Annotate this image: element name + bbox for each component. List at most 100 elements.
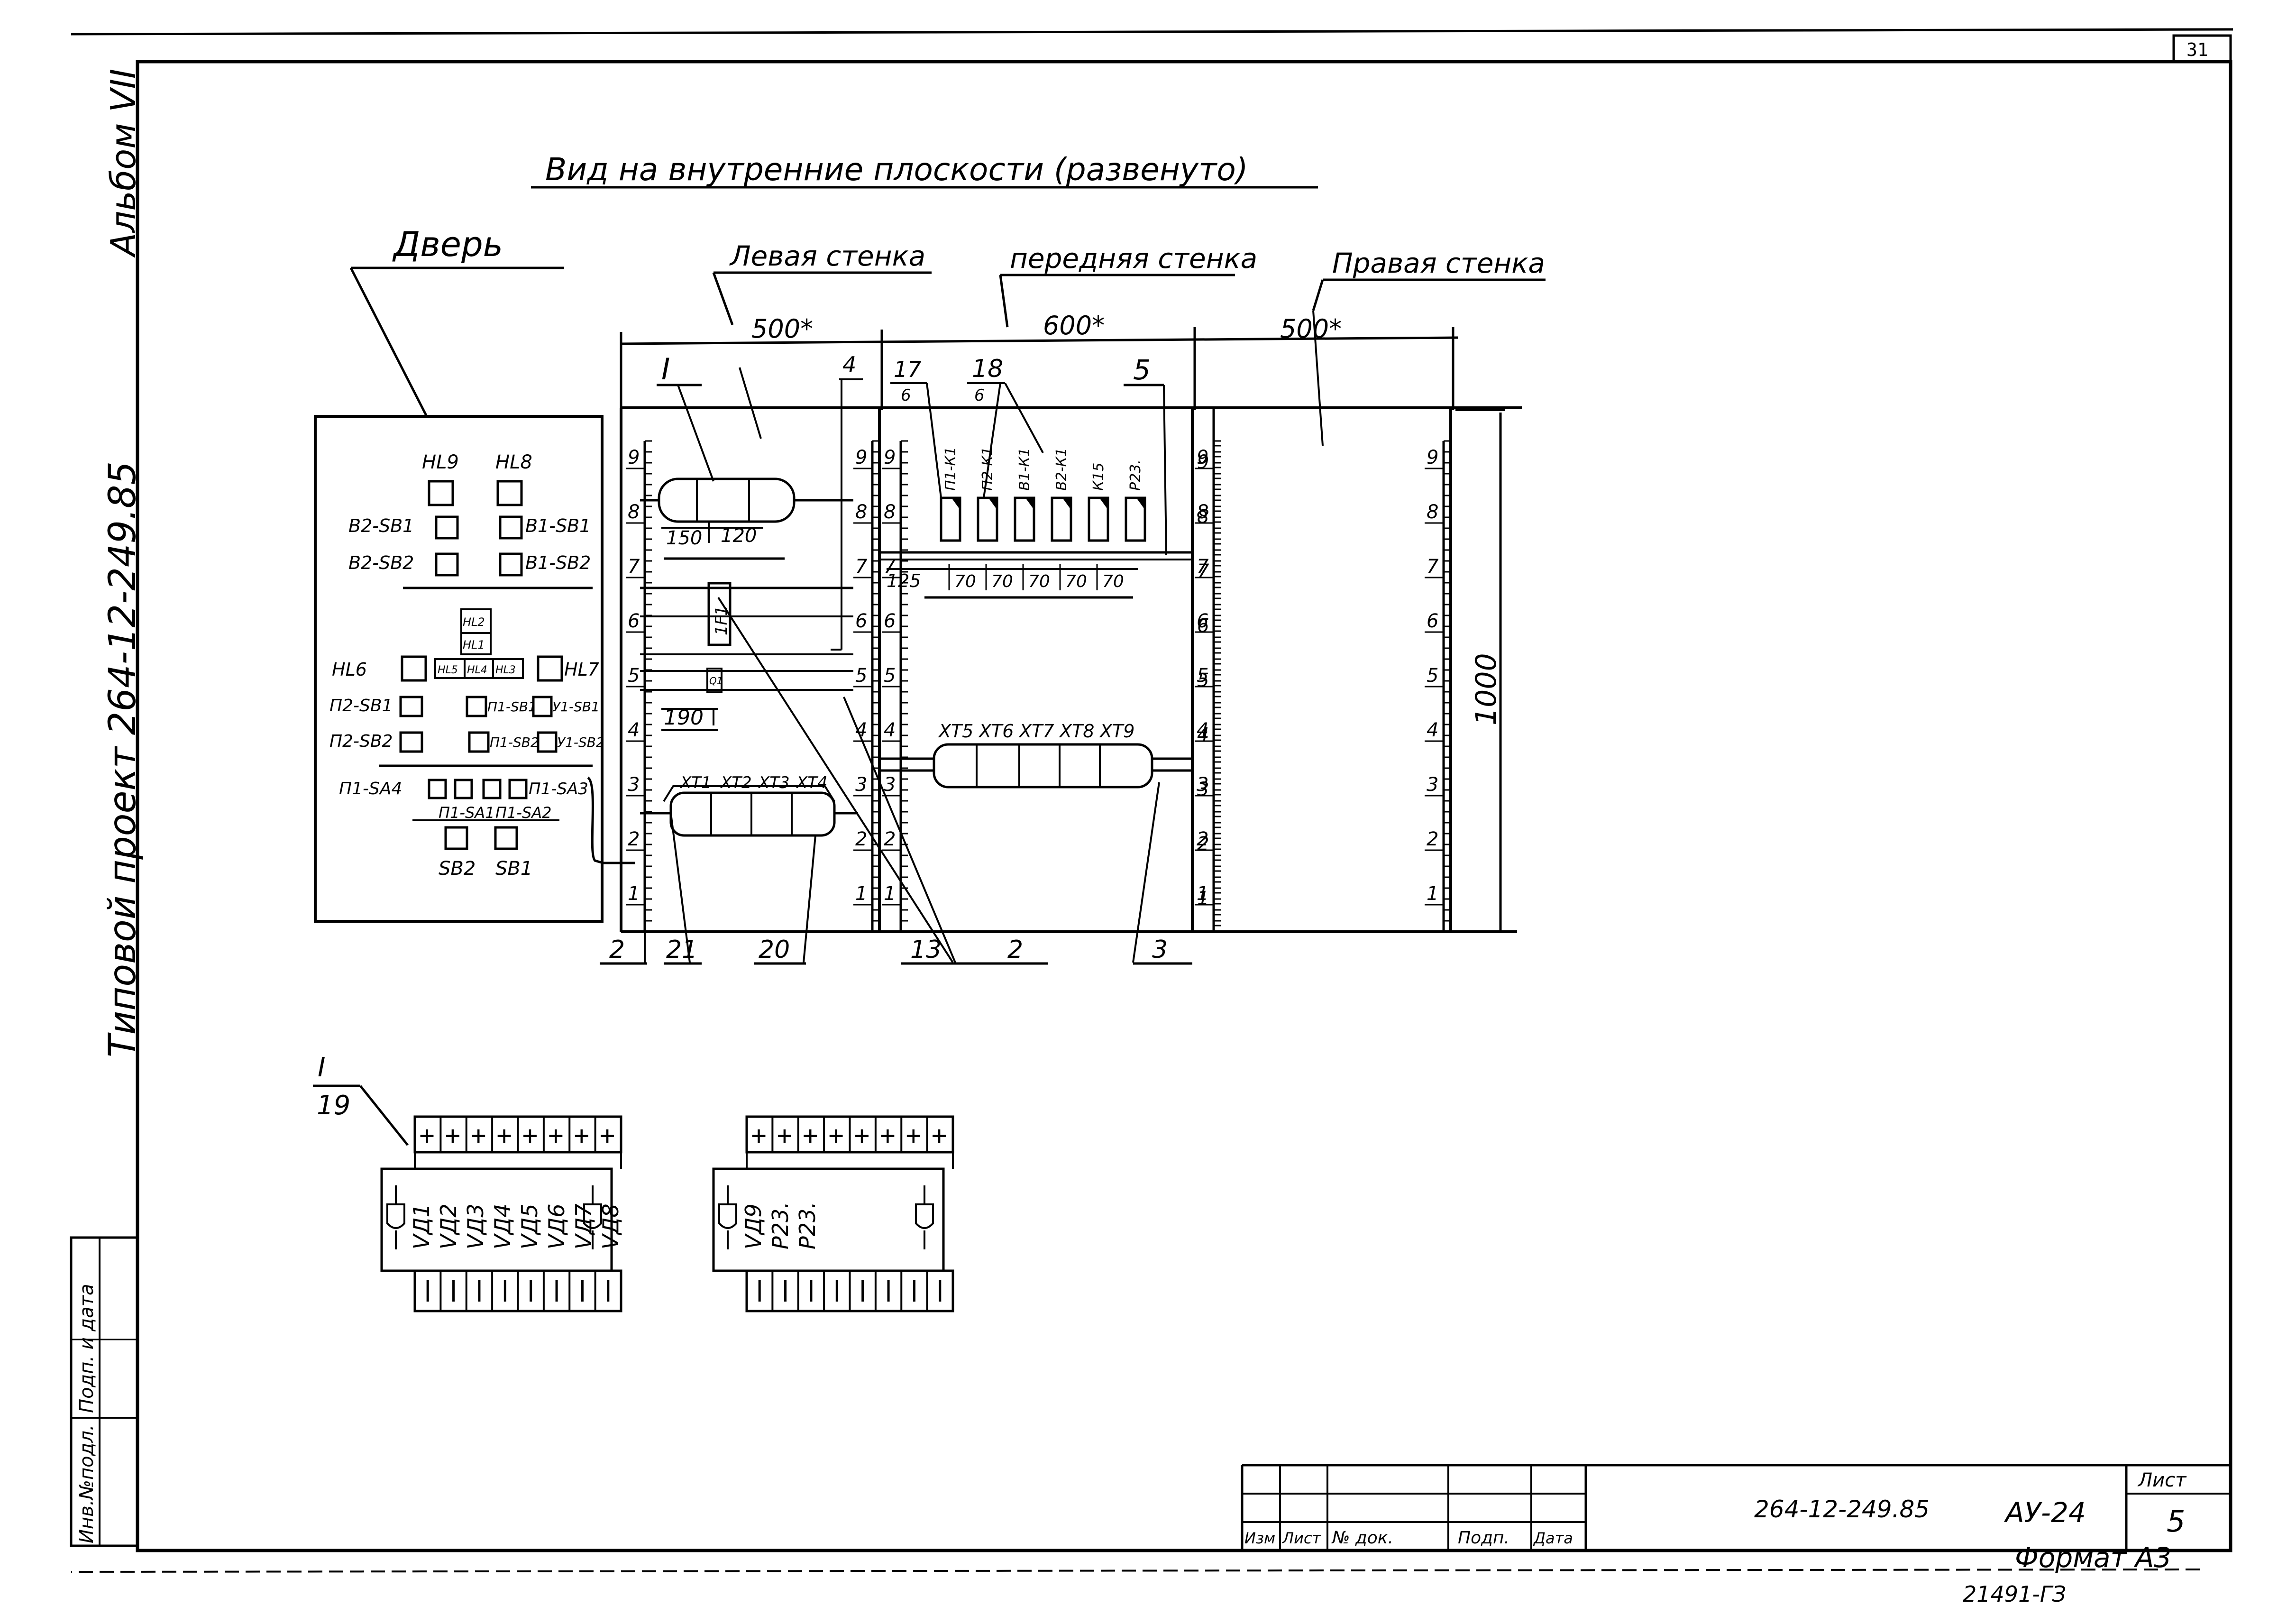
door-hl6-label: HL6 <box>332 659 367 680</box>
rail-scale-label: 4 <box>1197 724 1209 746</box>
door-b1sb1-label: В1-SB1 <box>525 515 591 536</box>
sheet-frame <box>71 28 2233 1573</box>
rail-scale-label: 7 <box>1197 560 1209 582</box>
dim-120: 120 <box>721 525 757 547</box>
detail-component-label: VД8 <box>598 1203 623 1249</box>
rail-scale-label: 5 <box>1197 670 1209 691</box>
rail-scale-label: 9 <box>855 447 867 468</box>
button-b1sb2 <box>499 552 523 577</box>
detail-plus-sign: + <box>880 1120 896 1150</box>
rail-scale-label: 5 <box>1197 665 1208 687</box>
format-label: Формат А3 <box>2015 1541 2171 1574</box>
door-p2sb1-label: П2-SB1 <box>329 696 393 716</box>
door-p2sb2-label: П2-SB2 <box>329 732 393 751</box>
door-sb2-label: SB2 <box>439 858 476 880</box>
lamp-hl7 <box>537 655 563 682</box>
rail-scale-label: 1 <box>1427 883 1438 905</box>
rail-scale-label: 1 <box>884 883 896 905</box>
detail-component-label: Р23. <box>768 1202 793 1249</box>
detail-component-label: VД1 <box>409 1203 434 1249</box>
rail-scale-label: 3 <box>855 774 867 796</box>
tb-doc: № док. <box>1331 1528 1393 1548</box>
dim-70: 70 <box>954 572 976 591</box>
switch-p1sa2 <box>482 779 502 799</box>
callout-21: 21 <box>666 936 697 964</box>
detail-plus-sign: + <box>548 1120 564 1150</box>
dim-70: 70 <box>1065 572 1087 591</box>
rail-scale-label: 7 <box>1197 556 1209 578</box>
rail-scale-label: 8 <box>884 501 896 523</box>
right-wall-label: Правая стенка <box>1332 247 1545 279</box>
side-stamp <box>70 1236 139 1547</box>
rail-scale-label: 9 <box>1197 451 1209 473</box>
detail-plus-sign: + <box>777 1120 793 1150</box>
detail-plus-sign: + <box>600 1120 615 1150</box>
door-b1sb2-label: В1-SB2 <box>525 552 591 573</box>
detail-component-label: VД9 <box>741 1203 766 1249</box>
rail-scale-label: 9 <box>1427 447 1438 468</box>
detail-plus-sign: + <box>445 1120 461 1150</box>
door-p1sb1-label: П1-SB1 <box>487 699 537 715</box>
rail-scale-label: 4 <box>1427 719 1438 741</box>
rail-scale-label: 4 <box>628 719 640 741</box>
left-xt4-label: XT4 <box>796 773 828 792</box>
relay-3: В1-К1 <box>1014 448 1035 542</box>
right-wall-panel <box>1312 310 1324 446</box>
relay-label: П1-К1 <box>942 447 959 491</box>
panel-layout: 1234567891234567891234567891234567891234… <box>620 406 1522 933</box>
left-q1-label: Q1 <box>709 675 723 687</box>
dim-125: 125 <box>887 570 921 591</box>
button-b2sb1 <box>435 515 459 540</box>
detail-plus-sign: + <box>932 1120 947 1150</box>
door-p1sa1-label: П1-SA1 <box>439 804 495 822</box>
callout-18: 18 <box>972 355 1003 383</box>
rail-scale-label: 5 <box>628 665 640 687</box>
detail-component-label: VД7 <box>571 1203 596 1249</box>
lamp-hl9 <box>428 480 454 506</box>
rail-scale-label: 8 <box>628 501 640 523</box>
detail-plus-sign: + <box>419 1120 435 1150</box>
detail-sub: 19 <box>317 1090 350 1121</box>
rail-scale-label: 3 <box>1197 779 1209 800</box>
rail-scale-label: 6 <box>1197 610 1208 632</box>
inv-number-label: Инв.№подл. <box>76 1424 98 1543</box>
door-hl5-label: HL5 <box>438 664 458 676</box>
rail-scale-label: 6 <box>884 610 896 632</box>
rail-scale-label: 7 <box>628 556 640 578</box>
callout-5: 5 <box>1133 354 1151 386</box>
rail-scale-label: 5 <box>884 665 896 687</box>
dim-150: 150 <box>666 527 702 549</box>
din-rail-left-top <box>658 477 796 523</box>
tb-izm: Изм <box>1244 1529 1275 1547</box>
dim-front-width: 600* <box>1043 311 1105 340</box>
button-p1sb1 <box>466 696 487 717</box>
tb-sheet-label: Лист <box>2137 1469 2187 1491</box>
rail-scale-label: 6 <box>628 610 640 632</box>
rail-scale-label: 5 <box>1427 665 1438 687</box>
tb-list: Лист <box>1282 1529 1321 1547</box>
callout-4: 4 <box>842 352 856 377</box>
door-hl8-label: HL8 <box>495 451 532 473</box>
rail-scale-label: 7 <box>1427 556 1439 578</box>
rail-scale-label: 8 <box>1197 506 1209 528</box>
detail-plus-sign: + <box>574 1120 589 1150</box>
detail-plus-sign: + <box>803 1120 818 1150</box>
callout-18-sub: 6 <box>974 386 985 405</box>
door-hl4-label: HL4 <box>467 664 487 676</box>
door-sb1-label: SB1 <box>495 858 532 880</box>
callout-17: 17 <box>894 357 922 382</box>
door-p1sa3-label: П1-SA3 <box>529 780 588 798</box>
button-sb2 <box>444 826 468 850</box>
page-number: 31 <box>2186 39 2208 60</box>
front-terminal-label: XT8 <box>1059 721 1094 742</box>
rail-scale-label: 2 <box>1427 828 1438 850</box>
switch-p1sa4 <box>428 779 447 799</box>
rail-scale-label: 6 <box>1427 610 1438 632</box>
left-wall-panel: I 150 120 4 1F1 Q1 190 XT1 XT2 <box>600 352 960 965</box>
door-p1sa2-label: П1-SA2 <box>495 804 552 822</box>
door-hl3-label: HL3 <box>495 664 516 676</box>
